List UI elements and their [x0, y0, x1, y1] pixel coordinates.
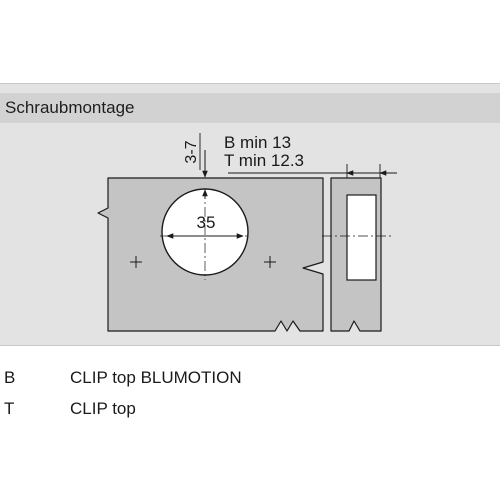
section-title: Schraubmontage [5, 98, 135, 117]
legend-text: CLIP top BLUMOTION [70, 368, 242, 387]
edge-distance-label: 3-7 [183, 140, 200, 163]
dimension-b-label: B min 13 [224, 133, 291, 152]
legend-item: B CLIP top BLUMOTION [4, 367, 242, 389]
diameter-label: 35 [197, 213, 216, 232]
screw-hole-right [264, 256, 276, 268]
dimension-t-label: T min 12.3 [224, 151, 304, 170]
hinge-cup-section [346, 194, 377, 281]
screw-hole-left [130, 256, 142, 268]
legend-item: T CLIP top [4, 398, 136, 420]
section-header [0, 93, 500, 123]
legend-key: T [4, 399, 15, 418]
legend-key: B [4, 368, 16, 387]
legend-text: CLIP top [70, 399, 136, 418]
